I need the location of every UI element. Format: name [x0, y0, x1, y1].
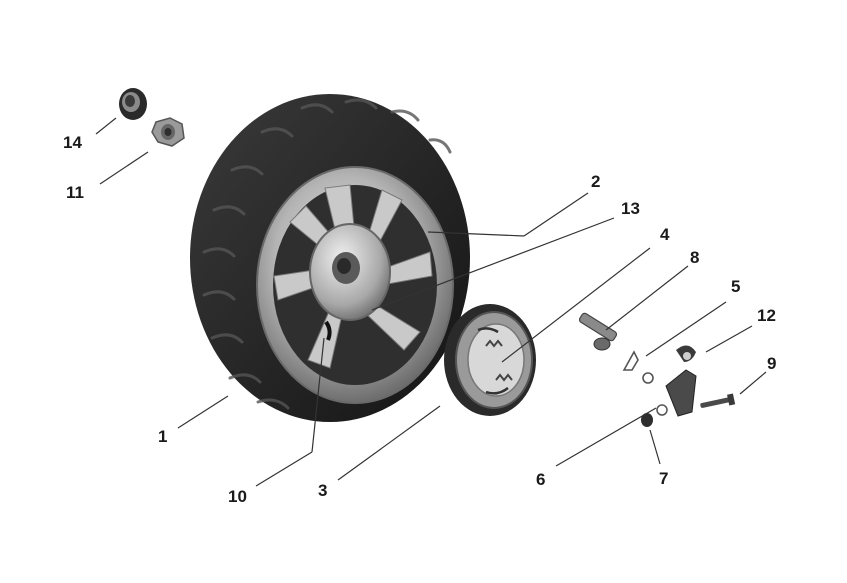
leader-line-2b [427, 231, 525, 237]
callout-9: 9 [767, 354, 777, 373]
leader-line-6 [555, 407, 657, 467]
callout-10: 10 [228, 487, 247, 506]
valve-stem [324, 320, 332, 341]
rim [256, 166, 454, 404]
wear-indicator-part [622, 350, 654, 384]
bolt-part [700, 393, 736, 408]
brake-springs [485, 339, 513, 382]
leader-line-13 [371, 217, 615, 311]
callout-14: 14 [63, 133, 82, 152]
cap-part [119, 88, 147, 120]
leader-line-5 [645, 301, 727, 357]
callout-12: 12 [757, 306, 776, 325]
leader-line-3 [337, 405, 441, 481]
callout-3: 3 [318, 481, 328, 500]
leader-line-10 [255, 451, 313, 487]
callout-13: 13 [621, 199, 640, 218]
callout-6: 6 [536, 470, 546, 489]
brake-lever-part [665, 345, 697, 417]
washer-part [656, 404, 668, 416]
leader-line-2 [523, 192, 589, 237]
leader-line-12 [705, 325, 753, 353]
leader-line-4 [501, 247, 651, 363]
callout-11: 11 [66, 183, 84, 202]
callout-8: 8 [690, 248, 700, 267]
callout-1: 1 [158, 427, 168, 446]
callout-2: 2 [591, 172, 601, 191]
leader-line-10b [311, 337, 325, 453]
callout-5: 5 [731, 277, 741, 296]
leader-line-8 [605, 265, 689, 331]
leader-line-7 [649, 429, 661, 465]
leader-line-14 [95, 117, 117, 135]
nut-part [641, 413, 653, 427]
leader-line-11 [99, 151, 149, 185]
leader-line-1 [177, 395, 229, 429]
leader-line-9 [739, 371, 767, 395]
brake-cam-part [578, 312, 618, 351]
leader-lines [95, 117, 767, 487]
callout-4: 4 [660, 225, 670, 244]
axle-nut-part [151, 117, 185, 147]
callout-7: 7 [659, 469, 669, 488]
brake-shoe-assembly [444, 304, 536, 416]
